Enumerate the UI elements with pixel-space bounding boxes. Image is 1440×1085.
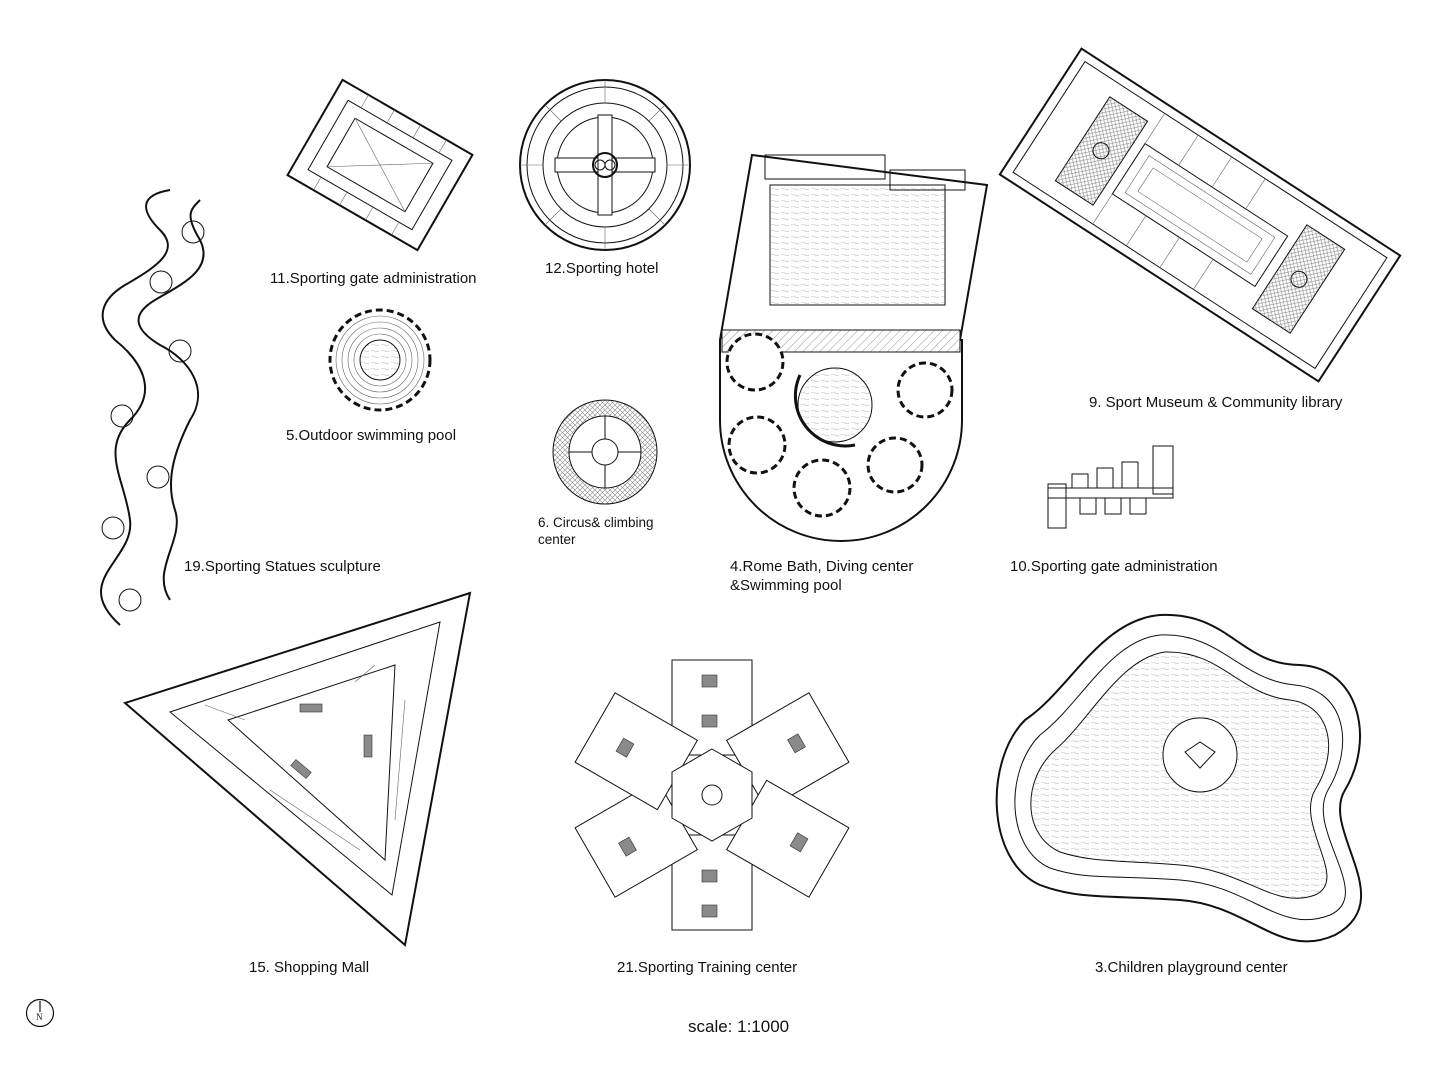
- label-circus-climbing-line1: 6. Circus& climbing: [538, 515, 654, 530]
- label-shopping-mall: 15. Shopping Mall: [249, 959, 370, 976]
- label-training-center: 21.Sporting Training center: [617, 959, 798, 976]
- scale-label: scale: 1:1000: [688, 1017, 790, 1036]
- label-sport-museum: 9. Sport Museum & Community library: [1089, 394, 1343, 411]
- gate-admin-11-plan: [286, 78, 474, 252]
- circus-climbing-plan: [552, 399, 658, 505]
- label-outdoor-pool: 5.Outdoor swimming pool: [286, 427, 457, 444]
- children-playground-plan: [995, 613, 1363, 943]
- statues-sculpture-plan: [99, 189, 205, 626]
- label-rome-bath-line2: &Swimming pool: [730, 577, 842, 594]
- label-sporting-hotel: 12.Sporting hotel: [545, 260, 659, 277]
- gate-admin-10-plan: [1047, 445, 1174, 529]
- label-gate-admin-10: 10.Sporting gate administration: [1010, 558, 1218, 575]
- north-arrow-icon: N: [25, 998, 55, 1028]
- label-statues-sculpture: 19.Sporting Statues sculpture: [184, 558, 381, 575]
- label-gate-admin-11: 11.Sporting gate administration: [270, 270, 477, 287]
- outdoor-pool-plan: [328, 308, 432, 412]
- label-children-playground: 3.Children playground center: [1095, 959, 1288, 976]
- label-circus-climbing-line2: center: [538, 532, 576, 547]
- north-arrow-letter: N: [36, 1012, 43, 1022]
- rome-bath-plan: [719, 153, 989, 542]
- sport-museum-plan: [998, 47, 1402, 383]
- training-center-plan: [574, 659, 850, 931]
- shopping-mall-plan: [122, 591, 472, 947]
- label-rome-bath-line1: 4.Rome Bath, Diving center: [730, 558, 914, 575]
- sporting-hotel-plan: [519, 79, 691, 251]
